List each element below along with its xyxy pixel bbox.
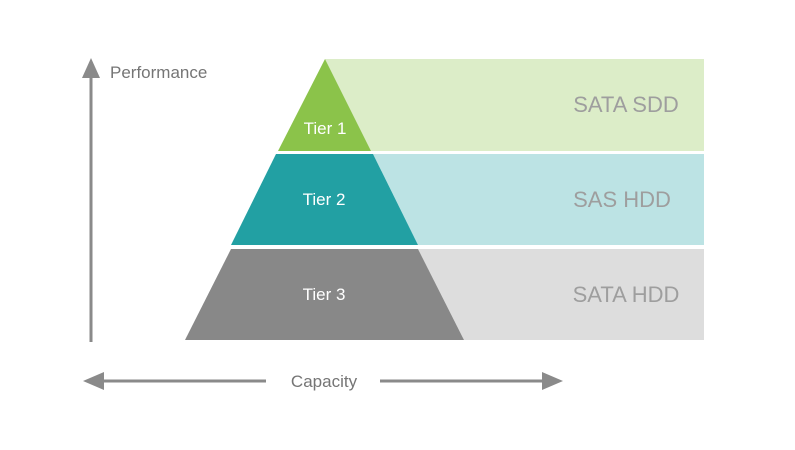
tier-1-label: Tier 1	[304, 119, 347, 138]
capacity-arrow-left-icon	[83, 372, 104, 390]
band-tier-1	[325, 59, 704, 151]
band-tier-3	[418, 249, 704, 340]
storage-label-tier-3: SATA HDD	[573, 282, 680, 307]
performance-arrow-head-icon	[82, 58, 100, 78]
pyramid-tier-2	[231, 154, 418, 245]
pyramid-tier-1	[278, 59, 371, 151]
capacity-axis-label: Capacity	[291, 372, 358, 391]
performance-axis-label: Performance	[110, 63, 207, 82]
storage-label-tier-2: SAS HDD	[573, 187, 671, 212]
tier-3-label: Tier 3	[303, 285, 346, 304]
capacity-arrow-right-icon	[542, 372, 563, 390]
tier-2-label: Tier 2	[303, 190, 346, 209]
storage-label-tier-1: SATA SDD	[573, 92, 679, 117]
pyramid-tier-3	[185, 249, 464, 340]
band-tier-2	[373, 154, 704, 245]
